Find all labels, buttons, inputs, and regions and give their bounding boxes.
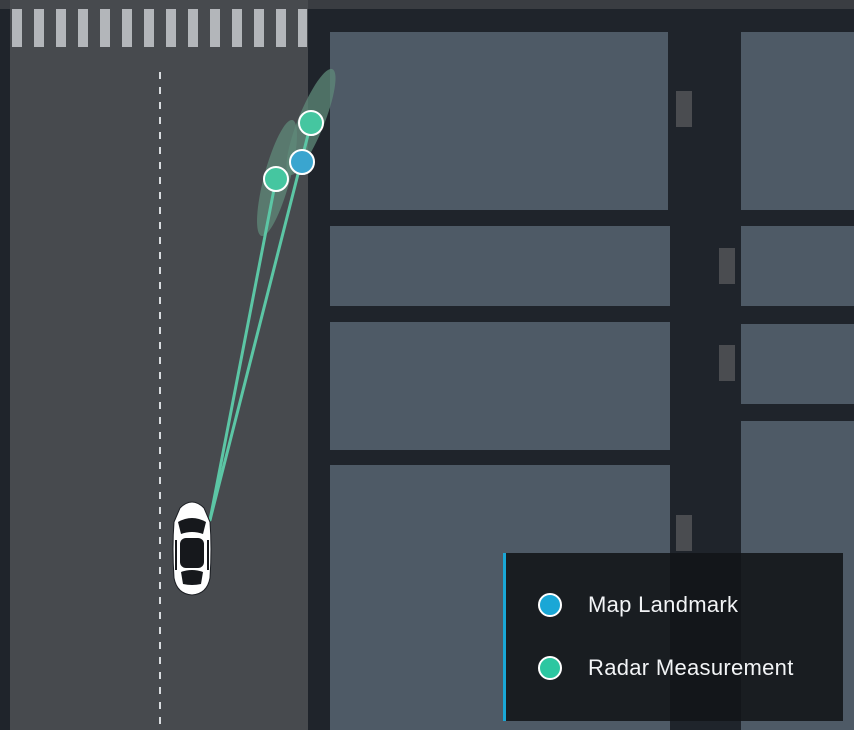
car-topdown-icon: [172, 501, 212, 596]
top-street: [0, 0, 854, 9]
radar-measurement-marker: [298, 110, 324, 136]
radar-measurement-swatch: [538, 656, 562, 680]
radar-beam: [208, 177, 278, 522]
map-landmark-marker: [289, 149, 315, 175]
legend-item-map-landmark: Map Landmark: [538, 590, 738, 620]
legend-item-radar-measurement: Radar Measurement: [538, 653, 794, 683]
city-block: [330, 322, 670, 450]
legend: Map Landmark Radar Measurement: [503, 553, 843, 721]
radar-measurement-marker: [263, 166, 289, 192]
crosswalk: [12, 9, 307, 47]
legend-label: Map Landmark: [588, 592, 739, 617]
legend-label: Radar Measurement: [588, 655, 794, 680]
map-landmark-swatch: [538, 593, 562, 617]
city-block: [330, 226, 670, 306]
radar-beam: [208, 121, 313, 522]
road: [10, 0, 308, 730]
parked-objects: [676, 91, 735, 551]
city-block: [741, 324, 854, 404]
city-block: [330, 32, 668, 210]
city-block: [741, 226, 854, 306]
city-block: [741, 32, 854, 210]
radar-beams: [208, 121, 313, 522]
